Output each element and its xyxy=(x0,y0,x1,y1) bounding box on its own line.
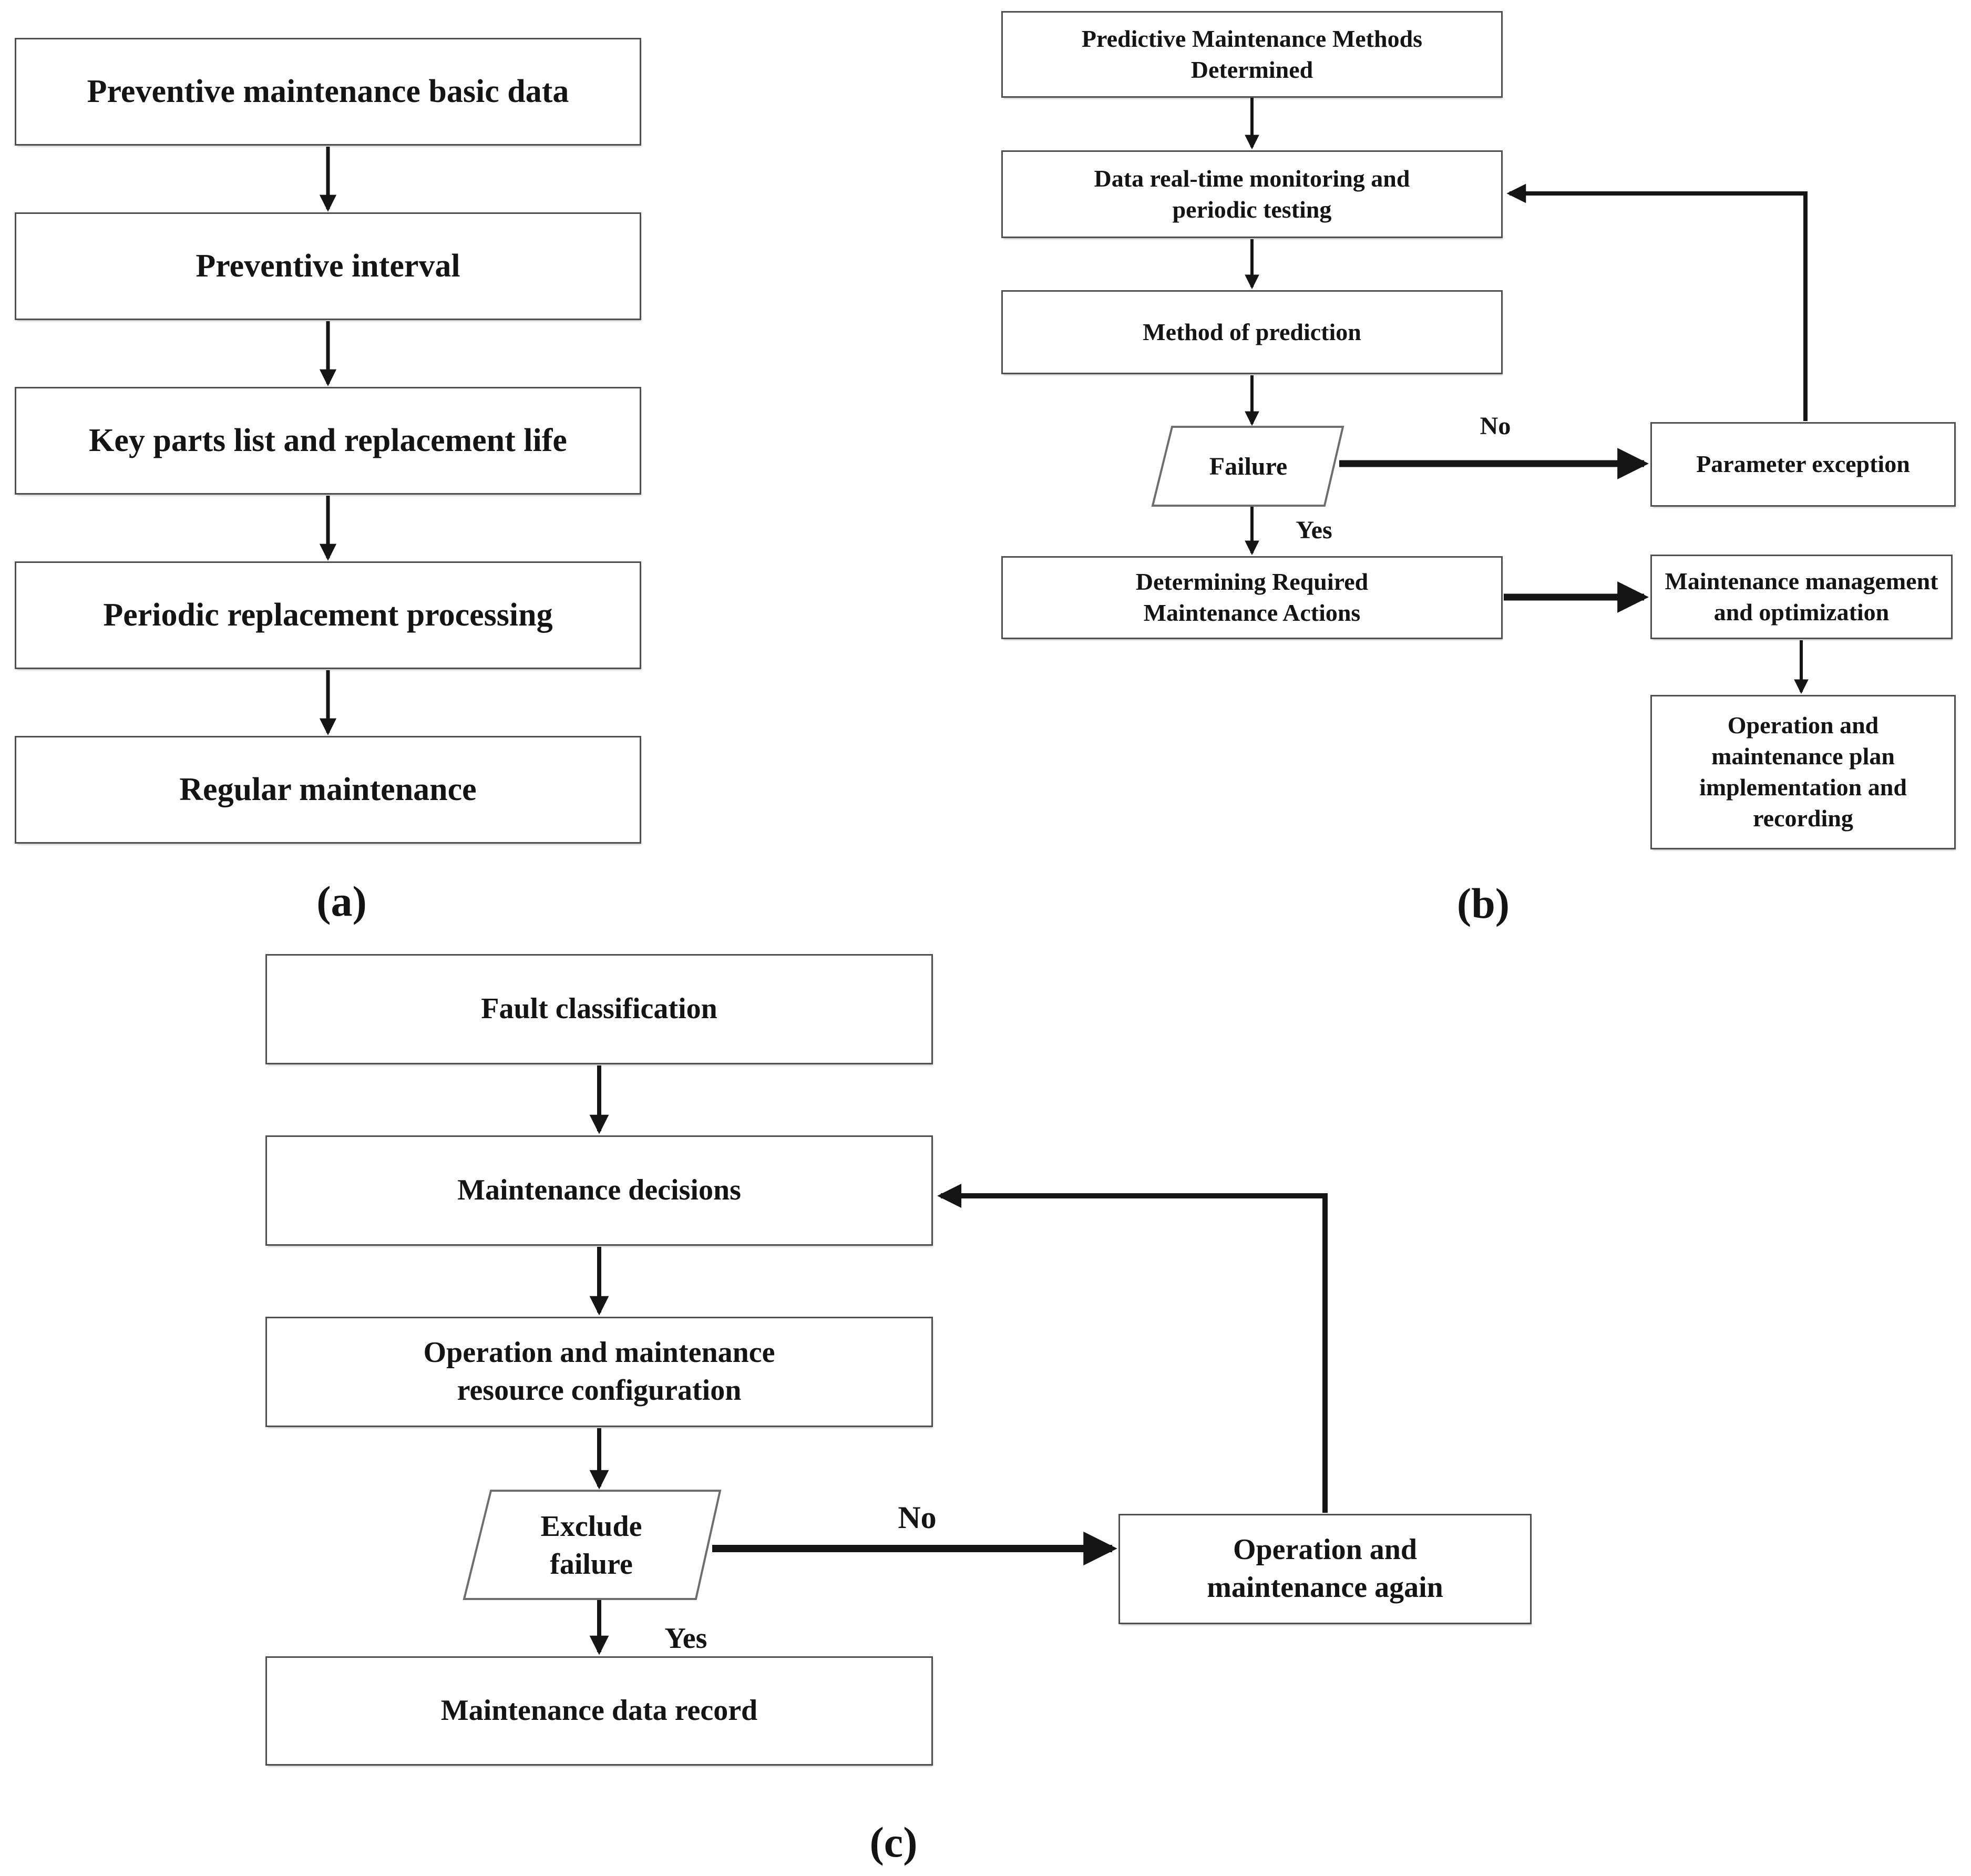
node-plan-implementation: Operation and maintenance plan implement… xyxy=(1650,695,1956,849)
node-resource-configuration: Operation and maintenance resource confi… xyxy=(265,1317,933,1427)
node-preventive-interval: Preventive interval xyxy=(15,212,641,320)
node-preventive-basic-data: Preventive maintenance basic data xyxy=(15,38,641,146)
node-failure-decision: Failure xyxy=(1209,452,1288,480)
node-operation-again: Operation and maintenance again xyxy=(1118,1514,1532,1624)
node-parameter-exception: Parameter exception xyxy=(1650,422,1956,507)
edge-label-c-no: No xyxy=(898,1500,937,1535)
node-key-parts-list: Key parts list and replacement life xyxy=(15,387,641,495)
node-determining-actions: Determining Required Maintenance Actions xyxy=(1001,556,1503,639)
node-maintenance-decisions: Maintenance decisions xyxy=(265,1135,933,1246)
exclude-failure-parallelogram xyxy=(463,1490,722,1600)
edge-label-c-yes: Yes xyxy=(664,1622,707,1655)
caption-a: (a) xyxy=(316,877,367,925)
c-loop-again-decisions xyxy=(937,1184,1328,1513)
caption-b: (b) xyxy=(1456,879,1510,927)
b-feedback-parameter-monitoring xyxy=(1506,183,1808,421)
node-exclude-failure-decision: Exclude failure xyxy=(540,1510,642,1581)
edge-label-b-no: No xyxy=(1480,412,1511,440)
node-regular-maintenance: Regular maintenance xyxy=(15,736,641,844)
node-maintenance-management: Maintenance management and optimization xyxy=(1650,555,1953,639)
failure-parallelogram xyxy=(1151,426,1344,507)
node-maintenance-data-record: Maintenance data record xyxy=(265,1656,933,1766)
node-method-of-prediction: Method of prediction xyxy=(1001,290,1503,374)
edge-label-b-yes: Yes xyxy=(1296,516,1332,544)
node-realtime-monitoring: Data real-time monitoring and periodic t… xyxy=(1001,150,1503,238)
node-periodic-replacement: Periodic replacement processing xyxy=(15,561,641,669)
caption-c: (c) xyxy=(869,1818,918,1866)
node-predictive-methods: Predictive Maintenance Methods Determine… xyxy=(1001,11,1503,98)
node-fault-classification: Fault classification xyxy=(265,954,933,1064)
